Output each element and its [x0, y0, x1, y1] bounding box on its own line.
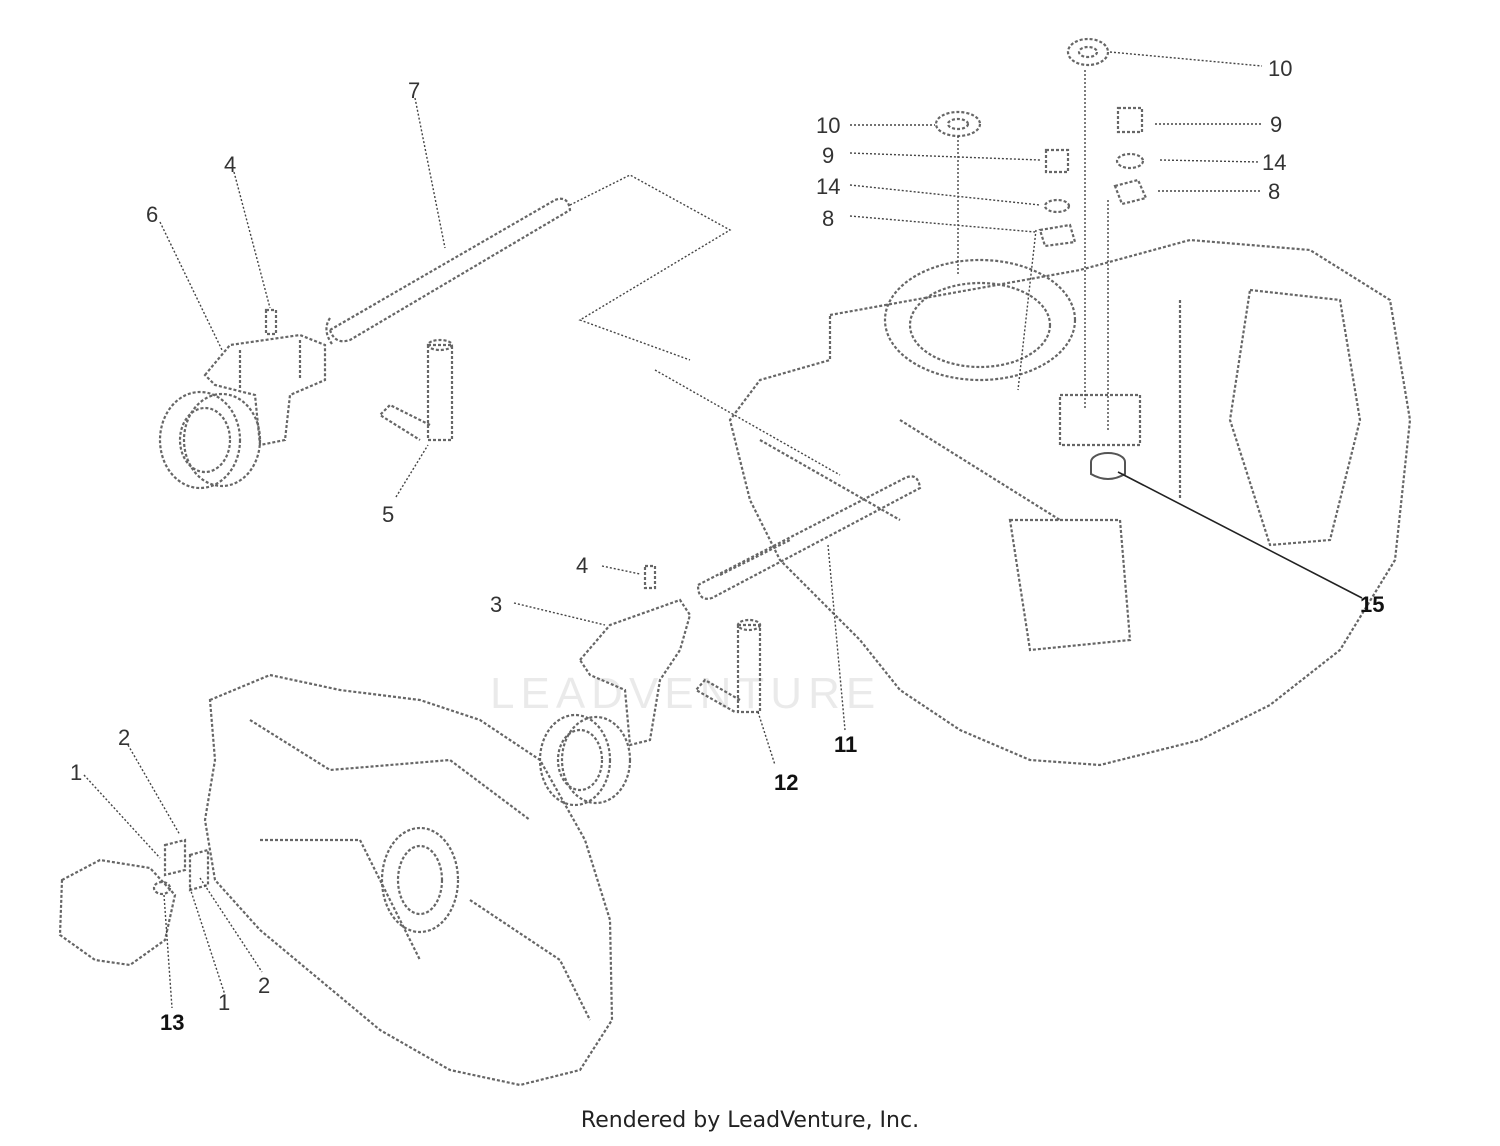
callout-7: 7 [408, 78, 420, 103]
callout-4-upper: 4 [224, 152, 236, 177]
callout-8-left: 8 [822, 206, 834, 231]
callout-12: 12 [774, 770, 798, 795]
plug-hardware-right [1066, 37, 1148, 206]
upper-roll-pin [264, 308, 278, 336]
upper-axis-lines [569, 174, 841, 476]
upper-shift-fork [203, 333, 327, 447]
callout-10-left: 10 [816, 113, 840, 138]
callout-8-right: 8 [1268, 179, 1280, 204]
vertical-axis-lines [957, 70, 1109, 430]
upper-gear [158, 390, 262, 490]
callout-2-lower: 2 [258, 973, 270, 998]
plug-hardware-left [934, 110, 1077, 248]
callout-10-right: 10 [1268, 56, 1292, 81]
upper-shift-arm [378, 338, 454, 442]
watermark-text: LEADVENTURE [490, 669, 881, 718]
footer-credit: Rendered by LeadVenture, Inc. [580, 1108, 920, 1133]
callout-9-left: 9 [822, 143, 834, 168]
transmission-case-right [728, 238, 1412, 767]
lower-shift-fork [578, 598, 692, 747]
callout-1-upper: 1 [70, 760, 82, 785]
callout-6: 6 [146, 202, 158, 227]
callout-13: 13 [160, 1010, 184, 1035]
callout-5: 5 [382, 502, 394, 527]
lower-roll-pin [643, 564, 657, 590]
leader-lines [83, 51, 1363, 1009]
callout-1-lower: 1 [218, 990, 230, 1015]
lower-shift-shaft [696, 475, 922, 600]
callout-14-right: 14 [1262, 150, 1286, 175]
springs [163, 838, 210, 892]
lower-shift-arm [694, 618, 762, 714]
callout-4-lower: 4 [576, 553, 588, 578]
callout-labels: 7 4 6 5 10 9 14 8 10 9 14 8 4 3 11 12 15… [70, 56, 1384, 1035]
callout-14-left: 14 [816, 174, 840, 199]
upper-shift-shaft [325, 197, 572, 345]
output-hub [58, 858, 177, 967]
callout-3: 3 [490, 592, 502, 617]
callout-2-upper: 2 [118, 725, 130, 750]
seal-15 [1090, 452, 1126, 480]
callout-9-right: 9 [1270, 112, 1282, 137]
callout-11: 11 [834, 732, 857, 757]
callout-15: 15 [1360, 592, 1384, 617]
lower-gear [538, 713, 632, 807]
transmission-case-left [203, 673, 614, 1087]
